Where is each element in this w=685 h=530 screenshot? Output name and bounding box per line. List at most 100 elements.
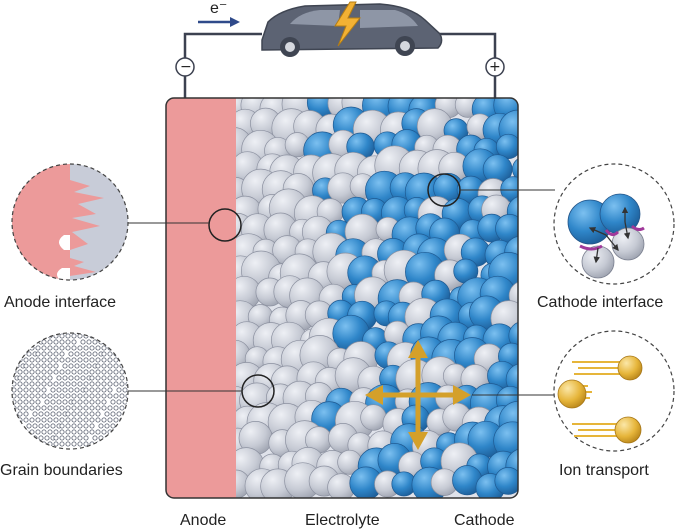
lattice-atom [32,411,38,417]
lattice-atom [107,417,113,423]
lattice-atom [35,387,41,393]
lattice-atom [47,351,53,357]
lattice-atom [41,345,47,351]
lattice-atom [89,405,95,411]
lattice-atom [23,393,29,399]
lattice-atom [47,339,53,345]
lattice-atom [41,429,47,435]
lattice-atom [17,423,23,429]
lattice-atom [119,357,125,363]
lattice-atom [35,369,41,375]
lattice-atom [29,363,35,369]
lattice-atom [95,363,101,369]
lattice-atom [41,387,47,393]
lattice-atom [35,405,41,411]
lattice-atom [50,423,56,429]
lattice-atom [119,339,125,345]
lattice-atom [41,363,47,369]
lattice-atom [71,441,77,447]
lattice-atom [101,387,107,393]
lattice-atom [107,375,113,381]
lattice-atom [23,429,29,435]
lattice-atom [86,339,92,345]
lattice-atom [80,375,86,381]
lattice-atom [71,429,77,435]
lattice-atom [86,363,92,369]
lattice-atom [107,381,113,387]
lattice-atom [17,441,23,447]
lattice-atom [20,339,26,345]
lattice-atom [95,429,101,435]
lattice-atom [122,399,128,405]
lattice-atom [12,435,17,441]
lattice-atom [41,375,47,381]
lattice-atom [59,381,65,387]
lattice-atom [12,417,17,423]
lattice-atom [74,387,80,393]
lattice-atom [65,417,71,423]
lattice-atom [77,429,83,435]
lattice-atom [77,405,83,411]
lattice-atom [23,411,29,417]
lattice-atom [71,393,77,399]
lattice-atom [56,399,62,405]
particle-field [216,98,518,498]
lattice-atom [101,393,107,399]
lattice-atom [41,393,47,399]
electron-label: e⁻ [210,0,228,17]
electron-arrow-icon [198,17,240,27]
electrolyte-particle [360,404,387,431]
lattice-atom [119,393,125,399]
lattice-atom [80,363,86,369]
lattice-atom [26,351,32,357]
lattice-atom [77,435,83,441]
grain-boundaries-callout [11,332,133,450]
cell-outline [165,97,519,499]
lattice-atom [65,393,71,399]
lattice-atom [59,369,65,375]
lattice-atom [17,393,23,399]
lattice-atom [92,339,98,345]
lattice-atom [89,387,95,393]
lattice-atom [17,345,23,351]
cathode-particle [508,321,518,351]
lattice-atom [41,357,47,363]
lattice-atom [83,411,89,417]
lattice-atom [125,339,128,345]
lattice-atom [83,405,89,411]
lattice-atom [32,423,38,429]
lattice-atom [65,423,71,429]
lattice-atom [26,423,32,429]
lattice-atom [44,399,50,405]
lattice-atom [29,375,35,381]
lattice-atom [71,333,77,339]
lattice-atom [119,345,125,351]
lattice-atom [71,381,77,387]
lattice-atom [122,423,128,429]
lattice-atom [62,387,68,393]
lattice-atom [17,369,23,375]
lattice-atom [83,369,89,375]
lattice-atom [95,333,101,339]
lattice-atom [35,417,41,423]
lattice-atom [98,423,104,429]
lattice-atom [104,423,110,429]
lattice-atom [29,393,35,399]
lattice-atom [12,393,17,399]
lattice-atom [47,381,53,387]
lattice-atom [129,412,133,416]
lattice-atom [29,429,35,435]
lattice-atom [12,423,17,429]
lattice-atom [56,387,62,393]
lattice-atom [68,387,74,393]
lattice-atom [65,435,71,441]
lattice-atom [95,375,101,381]
lattice-atom [29,387,35,393]
lattice-atom [101,429,107,435]
lattice-atom [119,405,125,411]
lattice-atom [20,435,26,441]
lattice-atom [113,417,119,423]
lattice-atom [41,333,47,339]
lattice-atom [83,345,89,351]
dendrite-shape [70,180,104,250]
